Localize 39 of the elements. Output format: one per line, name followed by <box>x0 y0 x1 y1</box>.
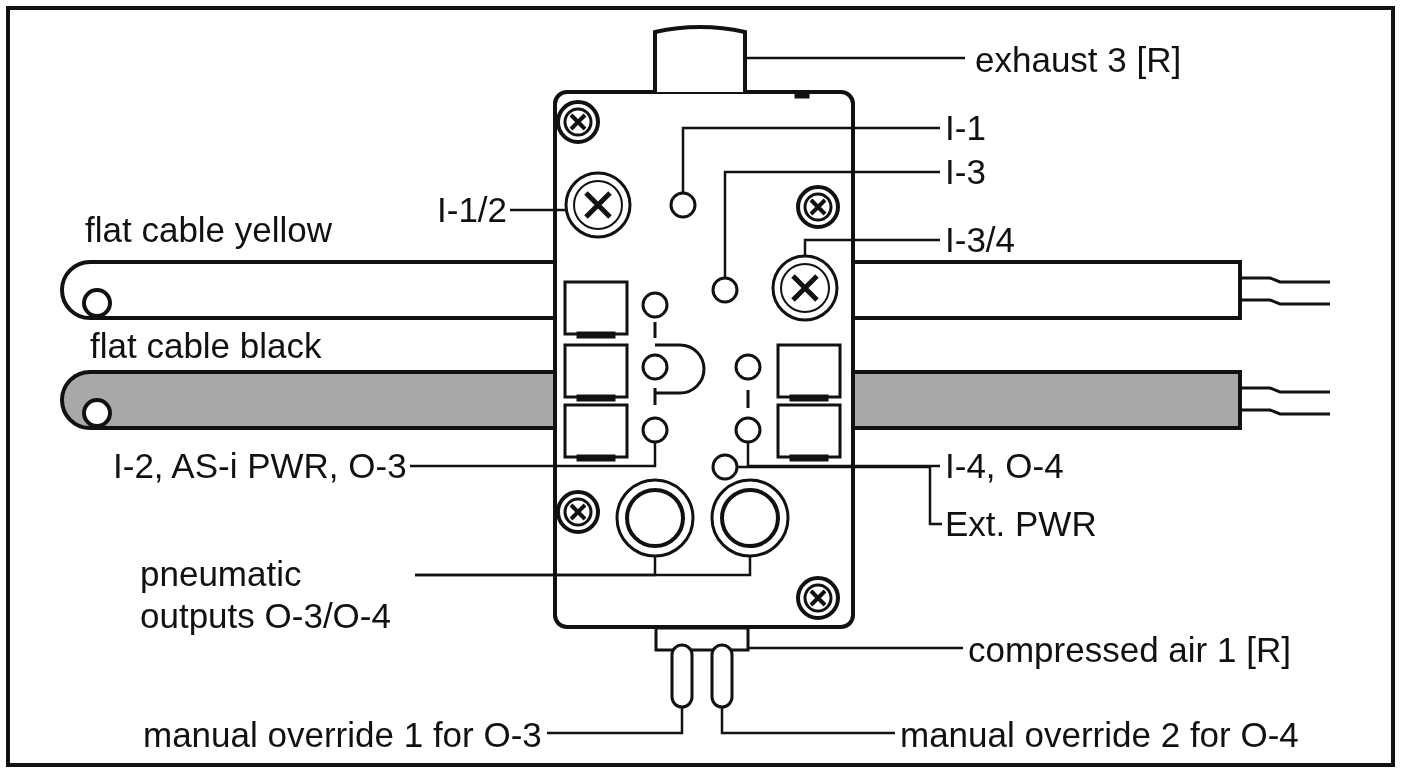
connector-socket <box>771 254 839 322</box>
leader-line <box>410 442 657 468</box>
leader-line <box>803 238 940 256</box>
leader-line <box>748 646 963 650</box>
override-button <box>670 643 694 709</box>
connector-socket <box>564 171 632 239</box>
override-button <box>710 643 734 709</box>
callout-label: I-4, O-4 <box>945 445 1064 487</box>
leader-line <box>510 208 566 212</box>
callout-label: manual override 2 for O-4 <box>900 714 1299 756</box>
pneumatic-outlet <box>710 478 790 558</box>
exhaust-pipe <box>653 25 747 94</box>
callout-label: I-3/4 <box>945 219 1016 261</box>
leader-line <box>746 442 940 468</box>
callout-label: I-3 <box>945 151 986 193</box>
leader-line <box>681 126 940 193</box>
indicator-led <box>669 191 697 219</box>
leader-line <box>737 465 942 526</box>
callout-label: exhaust 3 [R] <box>975 39 1182 81</box>
callout-label: I-2, AS-i PWR, O-3 <box>113 445 407 487</box>
cable-label: flat cable black <box>90 325 322 367</box>
callout-label: compressed air 1 [R] <box>968 629 1291 671</box>
callout-label: manual override 1 for O-3 <box>143 714 542 756</box>
air-fitting <box>654 626 750 652</box>
indicator-led <box>641 416 669 444</box>
leader-line <box>547 707 684 735</box>
leader-line <box>723 170 940 278</box>
leader-line <box>720 707 895 735</box>
indicator-led <box>711 453 739 481</box>
callout-label: Ext. PWR <box>945 503 1097 545</box>
leader-line <box>415 556 752 577</box>
callout-label: pneumatic outputs O-3/O-4 <box>140 553 420 637</box>
leader-line <box>747 56 965 60</box>
callout-label: I-1 <box>945 107 986 149</box>
callout-label: I-1/2 <box>437 189 508 231</box>
cable-label: flat cable yellow <box>85 209 333 251</box>
pneumatic-outlet <box>615 478 695 558</box>
indicator-led <box>734 416 762 444</box>
indicator-led <box>711 276 739 304</box>
